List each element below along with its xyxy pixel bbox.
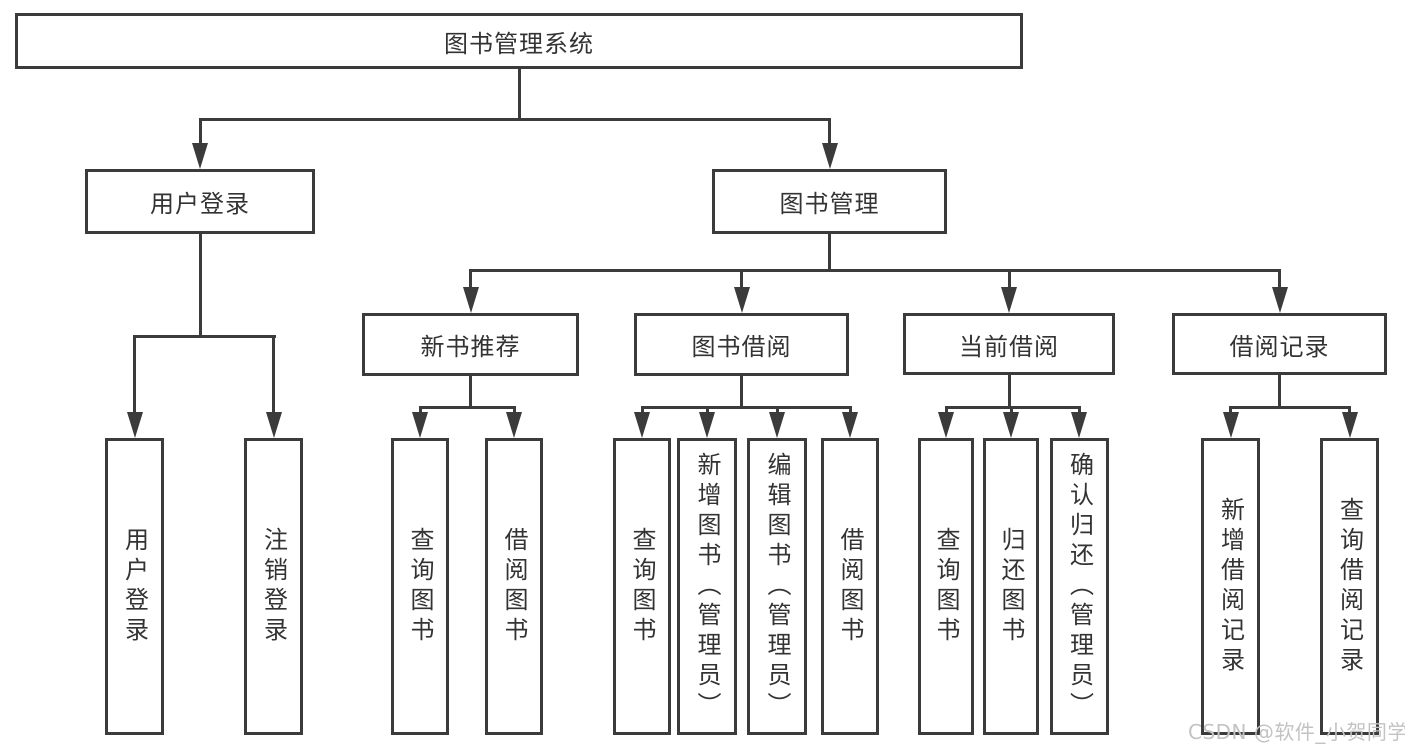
connector-arrow-shaft [640,406,644,416]
connector-root-stem [517,69,521,120]
arrowhead-down [842,412,858,438]
node-borrowing-records-label: 借阅记录 [1229,332,1330,361]
leaf-borrow-books-borrowing: 借阅图书 [821,438,879,735]
arrowhead-down [1222,412,1239,438]
leaf-user-login-label: 用户登录 [120,526,149,647]
arrowhead-down [769,412,785,438]
connector-arrow-shaft [775,406,779,416]
connector-arrow-shaft [944,406,948,416]
leaf-edit-book-admin: 编辑图书（管理员） [747,438,807,735]
leaf-query-books-current: 查询图书 [918,438,974,735]
node-user-login-label: 用户登录 [150,190,250,218]
node-root: 图书管理系统 [15,13,1023,69]
connector-level2-rail [198,118,831,121]
node-book-management: 图书管理 [712,169,947,234]
connector-stem [469,376,472,409]
arrowhead-down [1003,412,1019,438]
arrowhead-down [412,412,428,438]
connector-arrow-shaft [272,335,275,414]
leaf-borrow-books-recommend-label: 借阅图书 [500,526,528,647]
node-borrowing-records: 借阅记录 [1172,313,1387,375]
leaf-logout: 注销登录 [244,438,303,735]
leaf-borrow-books-recommend: 借阅图书 [485,438,543,735]
connector-arrow-shaft [512,406,516,416]
connector-arrow-shaft [828,118,831,146]
connector-arrow-shaft [1007,269,1011,291]
arrowhead-down [265,412,282,438]
connector-level3-rail [469,269,1281,272]
connector-rail [1229,406,1351,409]
connector-arrow-shaft [198,118,202,146]
arrowhead-down [1071,412,1087,438]
node-user-login: 用户登录 [85,169,315,234]
arrowhead-down [733,287,750,313]
leaf-add-borrow-record: 新增借阅记录 [1201,438,1260,735]
connector-arrow-shaft [469,269,472,291]
connector-arrow-shaft [1009,406,1013,416]
connector-arrow-shaft [1278,269,1281,291]
arrowhead-down [1271,287,1288,313]
leaf-query-borrow-record: 查询借阅记录 [1320,438,1379,735]
leaf-query-books-recommend: 查询图书 [391,438,449,735]
connector-arrow-shaft [705,406,709,416]
connector-arrow-shaft [1229,406,1232,416]
connector-rail [640,406,852,409]
arrowhead-down [699,412,715,438]
connector-user-login-rail [133,335,276,338]
arrowhead-down [462,287,479,313]
arrowhead-down [634,412,650,438]
leaf-query-books-recommend-label: 查询图书 [406,526,434,647]
leaf-edit-book-admin-label: 编辑图书（管理员） [763,451,791,722]
leaf-confirm-return-admin: 确认归还（管理员） [1050,438,1109,735]
leaf-add-book-admin: 新增图书（管理员） [677,438,737,735]
arrowhead-down [938,412,954,438]
connector-arrow-shaft [133,335,136,414]
node-new-book-recommend-label: 新书推荐 [420,333,521,361]
leaf-borrow-books-borrowing-label: 借阅图书 [836,526,864,647]
connector-stem [740,376,743,409]
connector-arrow-shaft [1077,406,1081,416]
leaf-add-borrow-record-label: 新增借阅记录 [1216,496,1245,677]
leaf-query-books-borrowing: 查询图书 [613,438,671,735]
leaf-query-books-borrowing-label: 查询图书 [628,526,656,647]
node-root-label: 图书管理系统 [444,29,594,58]
leaf-logout-label: 注销登录 [259,526,288,647]
arrowhead-down [506,412,522,438]
arrowhead-down [1341,412,1358,438]
arrowhead-down [126,412,143,438]
connector-rail [944,406,1081,409]
connector-rail [418,406,516,409]
leaf-user-login: 用户登录 [105,438,164,735]
connector-stem [1007,375,1011,409]
node-current-borrowing: 当前借阅 [903,313,1115,375]
node-book-borrowing-label: 图书借阅 [691,333,792,361]
arrowhead-down [821,143,838,169]
csdn-watermark: CSDN @软件_小贺同学 [1188,720,1405,744]
connector-arrow-shaft [740,269,743,291]
node-book-management-label: 图书管理 [779,190,880,218]
leaf-add-book-admin-label: 新增图书（管理员） [693,451,721,722]
arrowhead-down [1001,287,1017,313]
node-new-book-recommend: 新书推荐 [362,313,579,376]
leaf-query-borrow-record-label: 查询借阅记录 [1335,496,1364,677]
connector-user-login-stem [198,234,202,338]
connector-stem [1278,375,1281,409]
leaf-confirm-return-admin-label: 确认归还（管理员） [1065,451,1094,722]
connector-book-mgmt-stem [828,234,831,272]
connector-arrow-shaft [1348,406,1351,416]
connector-arrow-shaft [848,406,852,416]
connector-arrow-shaft [418,406,422,416]
node-current-borrowing-label: 当前借阅 [959,332,1059,361]
leaf-return-book: 归还图书 [983,438,1039,735]
arrowhead-down [192,143,208,169]
node-book-borrowing: 图书借阅 [634,313,849,376]
leaf-return-book-label: 归还图书 [997,526,1025,647]
leaf-query-books-current-label: 查询图书 [932,526,960,647]
